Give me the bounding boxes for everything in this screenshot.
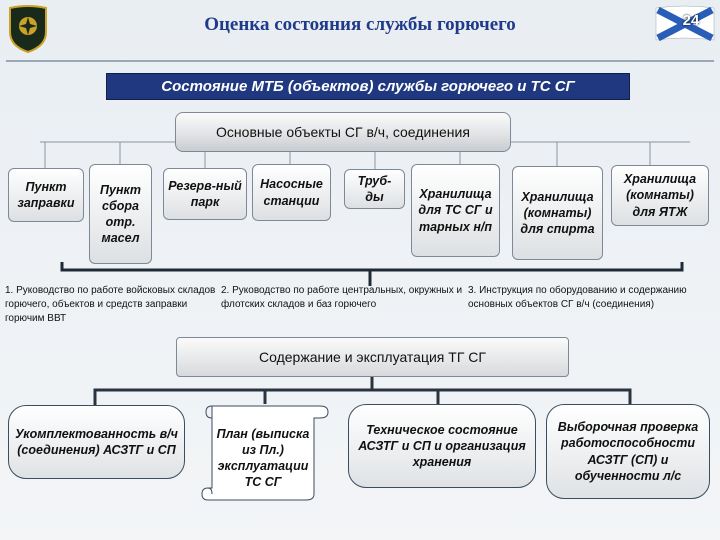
- maintenance-box: Содержание и эксплуатация ТГ СГ: [176, 337, 569, 377]
- note-3: 3. Инструкция по оборудованию и содержан…: [468, 285, 687, 310]
- object-box-spirit-storage: Хранилища (комнаты) для спирта: [512, 166, 603, 260]
- bottom-box-selective-check: Выборочная проверка работоспособности АС…: [546, 404, 710, 499]
- page-number: 24: [682, 12, 700, 29]
- object-box-special-fuel-storage: Хранилища (комнаты) для ЯТЖ: [611, 165, 709, 226]
- object-box-reserve-park: Резерв-ный парк: [163, 168, 247, 220]
- note-1: 1. Руководство по работе войсковых склад…: [5, 285, 216, 324]
- main-objects-box: Основные объекты СГ в/ч, соединения: [175, 112, 511, 152]
- navy-flag-icon: [655, 5, 715, 42]
- page-title: Оценка состояния службы горючего: [204, 14, 516, 35]
- bottom-box-usage-plan: План (выписка из Пл.) эксплуатации ТС СГ: [216, 426, 310, 490]
- bottom-box-staffing: Укомплектованность в/ч (соединения) АСЗТ…: [8, 405, 185, 479]
- object-box-refuel-point: Пункт заправки: [8, 168, 84, 222]
- object-box-fuel-storage: Хранилища для ТС СГ и тарных н/п: [411, 164, 500, 257]
- bottom-box-technical-state: Техническое состояние АСЗТГ и СП и орган…: [348, 404, 536, 488]
- divider: [6, 60, 714, 62]
- object-box-pipelines: Труб-ды: [344, 169, 405, 209]
- object-box-pump-stations: Насосные станции: [252, 164, 331, 221]
- object-box-oil-collection: Пункт сбора отр. масел: [89, 164, 152, 264]
- note-2: 2. Руководство по работе центральных, ок…: [221, 285, 463, 310]
- scroll-shape: [201, 405, 329, 501]
- section-banner: Состояние МТБ (объектов) службы горючего…: [106, 73, 630, 100]
- naval-emblem-icon: [9, 5, 47, 54]
